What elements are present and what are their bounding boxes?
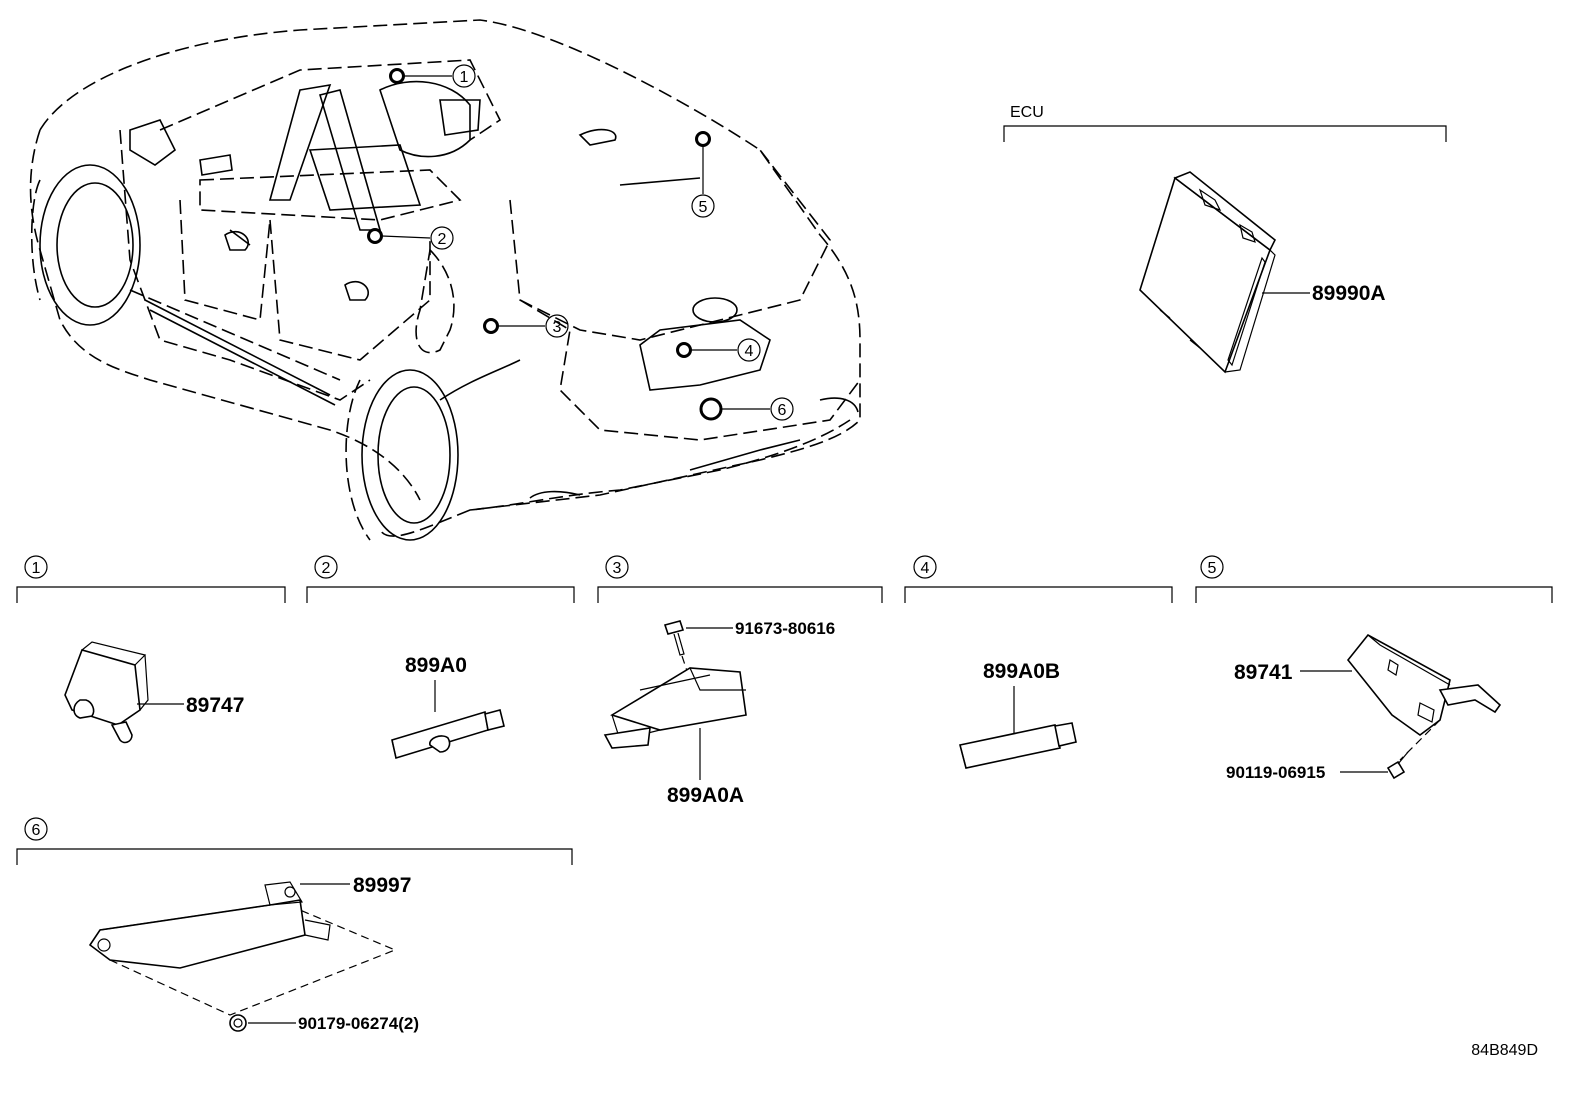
location-marker-5	[695, 131, 711, 147]
part-3-antenna-icon	[603, 667, 747, 749]
car-callouts: 1 2 3 4 5 6	[367, 64, 794, 421]
diagram-reference-code: 84B849D	[1471, 1042, 1538, 1059]
part-6-nut-number: 90179-06274(2)	[298, 1014, 419, 1033]
section-1-number: 1	[32, 560, 41, 577]
part-3-bolt-number: 91673-80616	[735, 619, 835, 638]
section-6-bracket	[16, 848, 573, 865]
section-5-number: 5	[1208, 560, 1217, 577]
car-callout-2-circle	[430, 226, 454, 250]
section-4-number: 4	[921, 560, 930, 577]
car-illustration	[29, 19, 861, 541]
part-3-number: 899A0A	[667, 784, 744, 807]
part-4-antenna-icon	[959, 722, 1077, 769]
car-callout-5: 5	[699, 199, 708, 216]
section-headers: 1 2 3 4 5 6	[16, 555, 1553, 865]
part-2-antenna-icon	[391, 709, 505, 760]
part-6-number: 89997	[353, 874, 411, 897]
section-3-number: 3	[613, 560, 622, 577]
car-callout-3-circle	[545, 314, 569, 338]
section-3-bracket	[597, 586, 883, 603]
part-5-number: 89741	[1234, 661, 1293, 684]
location-marker-3	[483, 318, 499, 334]
part-5-bolt-number: 90119-06915	[1226, 763, 1325, 782]
car-callout-5-circle	[691, 194, 715, 218]
section-2-bracket	[306, 586, 575, 603]
ecu-label: ECU	[1010, 104, 1044, 121]
ecu-group: ECU 89990A	[1003, 104, 1447, 374]
ecu-part-number: 89990A	[1312, 282, 1386, 305]
location-marker-2	[367, 228, 383, 244]
ecu-bracket	[1003, 125, 1447, 142]
car-callout-1-circle	[452, 64, 476, 88]
part-5-bolt-icon	[1386, 751, 1409, 780]
part-1-number: 89747	[186, 694, 244, 717]
section-4-bracket	[904, 586, 1173, 603]
location-marker-1	[389, 68, 405, 84]
car-callout-2: 2	[438, 231, 447, 248]
car-callout-3: 3	[553, 319, 562, 336]
part-2-number: 899A0	[405, 654, 467, 677]
part-3-bolt-icon	[663, 620, 685, 656]
part-1-sensor-icon	[64, 641, 149, 744]
section-6-number: 6	[32, 822, 41, 839]
part-5-module-icon	[1346, 633, 1502, 736]
car-callout-4-circle	[737, 338, 761, 362]
car-callout-4: 4	[745, 343, 754, 360]
ecu-module-icon	[1139, 171, 1277, 374]
car-callout-6-circle	[770, 397, 794, 421]
section-5-bracket	[1195, 586, 1553, 603]
location-marker-4	[676, 342, 692, 358]
car-callout-1: 1	[460, 69, 469, 86]
location-marker-6	[699, 397, 723, 421]
car-callout-6: 6	[778, 402, 787, 419]
part-6-nut-icon	[229, 1014, 247, 1032]
section-1-bracket	[16, 586, 286, 603]
part-6-antenna-icon	[88, 881, 331, 969]
section-2-number: 2	[322, 560, 331, 577]
part-4-number: 899A0B	[983, 660, 1060, 683]
